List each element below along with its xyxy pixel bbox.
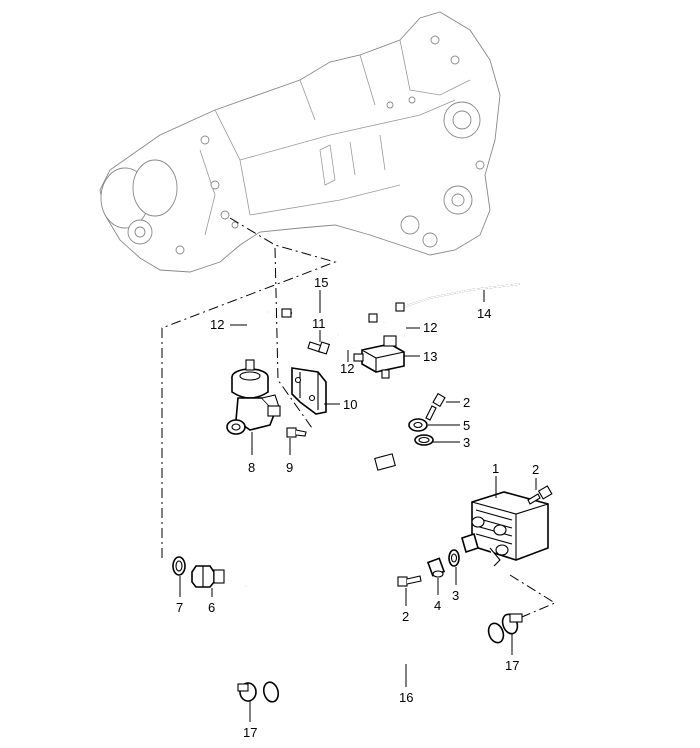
transmission-housing (99, 11, 501, 273)
callout-9: 9 (286, 460, 293, 475)
callout-1: 1 (492, 461, 499, 476)
callout-10: 10 (343, 397, 357, 412)
callout-leaders (179, 290, 537, 722)
sealing-ring-3-upper (414, 434, 434, 446)
bolt-2-right (527, 485, 553, 505)
bracket-10 (291, 367, 327, 415)
callout-8: 8 (248, 460, 255, 475)
callout-16: 16 (399, 690, 413, 705)
callout-17: 17 (505, 658, 519, 673)
callout-5: 5 (463, 418, 470, 433)
hose-elbow-12c (382, 316, 407, 338)
leader-lines (161, 217, 557, 623)
sealing-ring-7 (172, 556, 186, 576)
callout-labels: 15 12 11 12 12 13 14 10 8 9 2 5 3 1 2 4 … (176, 275, 539, 740)
coolant-hose-16 (262, 622, 505, 703)
callout-3: 3 (463, 435, 470, 450)
callout-17: 17 (243, 725, 257, 740)
callout-2: 2 (402, 609, 409, 624)
union-4 (426, 557, 446, 578)
callout-14: 14 (477, 306, 491, 321)
valve-8 (226, 359, 281, 435)
callout-12: 12 (423, 320, 437, 335)
bolt-2-upper (425, 392, 446, 421)
callout-12: 12 (340, 361, 354, 376)
callout-11: 11 (312, 316, 326, 331)
bolt-11 (307, 341, 331, 355)
bolt-2-lower (397, 575, 422, 587)
hose-elbow-12a (246, 307, 269, 333)
hose-clamp-17-left (237, 682, 257, 702)
callout-2: 2 (463, 395, 470, 410)
callout-7: 7 (176, 600, 183, 615)
callout-6: 6 (208, 600, 215, 615)
hose-clamp-17-right (501, 613, 523, 635)
sealing-ring-3-lower (448, 549, 460, 567)
callout-12: 12 (210, 317, 224, 332)
hose-15 (281, 308, 378, 323)
bolt-9 (286, 427, 307, 438)
hose-14 (395, 283, 521, 312)
callout-2: 2 (532, 462, 539, 477)
callout-13: 13 (423, 349, 437, 364)
callout-15: 15 (314, 275, 328, 290)
banjo-fitting-5 (408, 418, 428, 432)
callout-4: 4 (434, 598, 441, 613)
hose-elbow-12b (335, 328, 357, 349)
solenoid-valve-13 (353, 335, 405, 379)
fitting-6 (191, 565, 225, 588)
oil-line-lower (323, 453, 436, 570)
callout-3: 3 (452, 588, 459, 603)
oil-cooler-1 (461, 491, 549, 567)
